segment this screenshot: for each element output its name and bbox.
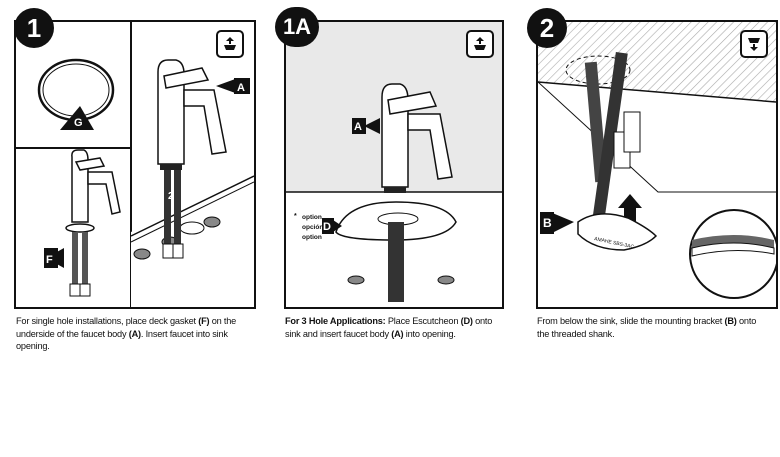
bracket-label: B xyxy=(543,216,552,230)
faucet-label: A xyxy=(354,121,362,133)
step-number-1a: 1A xyxy=(275,7,319,47)
faucet-callout-arrow xyxy=(364,118,380,134)
above-sink-icon xyxy=(466,30,494,58)
step-2-caption: From below the sink, slide the mounting … xyxy=(537,316,757,339)
option-asterisk: * xyxy=(294,213,297,220)
option-text-1: option xyxy=(302,214,322,221)
below-sink-icon xyxy=(740,30,768,58)
option-text-2: opción xyxy=(302,224,323,231)
step-number-1: 1 xyxy=(14,8,54,48)
step-1a-panel: A D * option opción option xyxy=(284,20,504,309)
escutcheon-label: D xyxy=(323,221,331,233)
hose-number-label: 2 xyxy=(168,191,174,202)
step-number-2: 2 xyxy=(527,8,567,48)
faucet-small-illustration xyxy=(65,149,121,297)
step-1a-illustration: A D * option opción option xyxy=(286,83,502,307)
gasket-label: G xyxy=(74,117,83,129)
step-1a-caption: For 3 Hole Applications: Place Escutcheo… xyxy=(285,316,493,339)
threaded-shank xyxy=(613,111,641,169)
option-text-3: option xyxy=(302,234,322,241)
bracket-callout-arrow xyxy=(550,212,574,234)
detail-magnifier xyxy=(689,209,776,299)
deck-gasket-label: F xyxy=(46,254,53,266)
faucet-illustration xyxy=(381,83,453,302)
gasket-callout-arrow xyxy=(60,106,94,130)
step-1-panel: G F xyxy=(14,20,256,309)
faucet-large-illustration xyxy=(157,59,227,259)
step-2-panel: AMAHE SBS-3AC B xyxy=(536,20,778,309)
up-arrow xyxy=(618,194,642,222)
faucet-label: A xyxy=(237,82,245,94)
mounting-bracket xyxy=(577,213,658,251)
step-1-caption: For single hole installations, place dec… xyxy=(16,316,237,351)
faucet-callout-arrow xyxy=(216,78,238,94)
above-sink-icon xyxy=(216,30,244,58)
step-1-illustration: G F xyxy=(16,22,254,307)
step-2-illustration: AMAHE SBS-3AC B xyxy=(538,22,776,299)
